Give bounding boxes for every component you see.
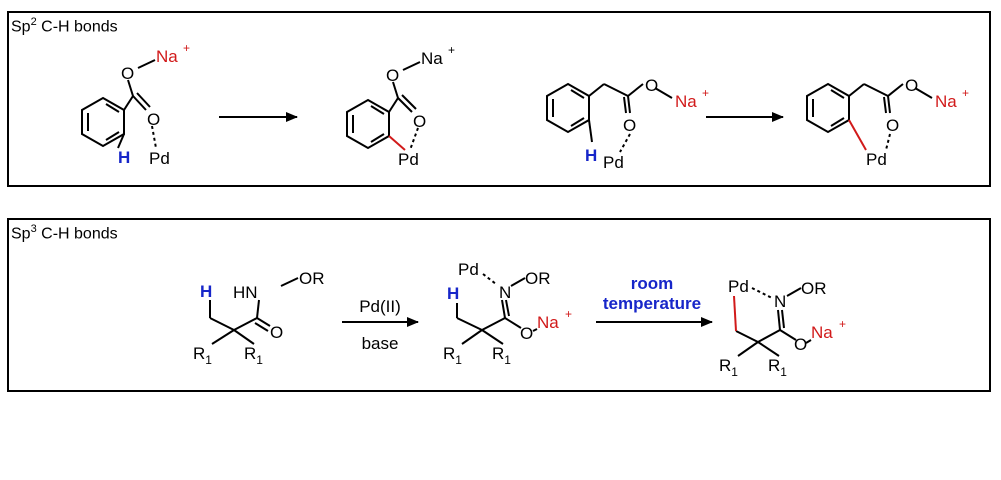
atom-na: Na: [156, 47, 178, 66]
substituent-r1: R1: [443, 344, 462, 367]
reagent-label: Pd(II): [359, 297, 401, 316]
substituent-r1: R1: [492, 344, 511, 367]
sp2-molecule-3: [546, 82, 673, 153]
atom-pd: Pd: [603, 153, 624, 172]
sp3-molecule-1: [209, 277, 299, 345]
c-carboxyl-bond: [123, 95, 134, 111]
sp2-molecule-1: [81, 59, 157, 149]
atom-pd: Pd: [458, 260, 479, 279]
condition-label: temperature: [603, 294, 701, 313]
atom-na: Na: [421, 49, 443, 68]
atom-h: H: [585, 146, 597, 165]
atom-h: H: [200, 282, 212, 301]
atom-h: H: [118, 148, 130, 167]
atom-o: O: [645, 76, 658, 95]
charge-plus: +: [839, 317, 846, 331]
substituent-r1: R1: [719, 356, 738, 379]
substituent-r1: R1: [244, 344, 263, 367]
condition-label: room: [631, 274, 674, 293]
atom-o: O: [623, 116, 636, 135]
atom-o: O: [886, 116, 899, 135]
atom-or: OR: [525, 269, 551, 288]
atom-pd: Pd: [728, 277, 749, 296]
sp2-panel-title: Sp2 C-H bonds: [11, 16, 118, 36]
substituent-r1: R1: [193, 344, 212, 367]
atom-hn: HN: [233, 283, 258, 302]
charge-plus: +: [183, 41, 190, 55]
charge-plus: +: [702, 86, 709, 100]
sp2-molecule-2: [346, 61, 421, 151]
atom-na: Na: [935, 92, 957, 111]
atom-h: H: [447, 284, 459, 303]
sp3-molecule-3: [735, 287, 802, 357]
atom-or: OR: [299, 269, 325, 288]
atom-pd: Pd: [149, 149, 170, 168]
sp3-molecule-2: [456, 273, 526, 345]
atom-na: Na: [537, 313, 559, 332]
charge-plus: +: [565, 307, 572, 321]
charge-plus: +: [962, 86, 969, 100]
atom-o: O: [270, 323, 283, 342]
sp2-panel: [7, 11, 991, 187]
atom-o: O: [794, 335, 807, 354]
atom-o: O: [386, 66, 399, 85]
sp3-panel-title: Sp3 C-H bonds: [11, 223, 118, 243]
atom-o: O: [121, 64, 134, 83]
atom-or: OR: [801, 279, 827, 298]
atom-n: N: [774, 292, 786, 311]
atom-pd: Pd: [866, 150, 887, 169]
condition-label: base: [362, 334, 399, 353]
substituent-r1: R1: [768, 356, 787, 379]
atom-o: O: [520, 324, 533, 343]
sp2-molecule-4: [806, 82, 933, 151]
atom-na: Na: [675, 92, 697, 111]
atom-n: N: [499, 283, 511, 302]
atom-o: O: [905, 76, 918, 95]
sp3-panel: [7, 218, 991, 392]
atom-o: O: [413, 112, 426, 131]
charge-plus: +: [448, 43, 455, 57]
atom-na: Na: [811, 323, 833, 342]
atom-o: O: [147, 110, 160, 129]
atom-pd: Pd: [398, 150, 419, 169]
